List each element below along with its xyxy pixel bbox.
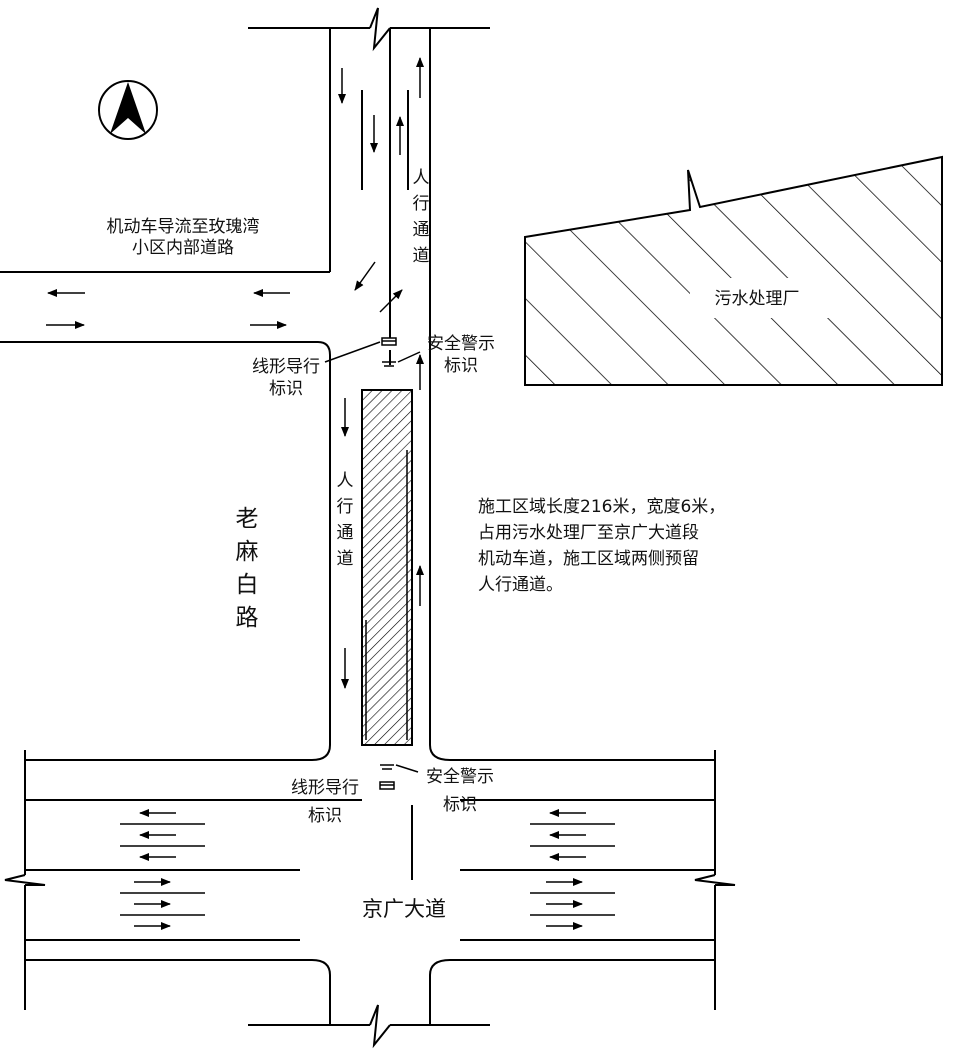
- ped-right-char-4: 道: [413, 246, 430, 266]
- side-road-char-3: 白: [236, 572, 259, 598]
- main-road-label: 京广大道: [362, 897, 446, 921]
- note-line-1: 施工区域长度216米，宽度6米，: [478, 497, 725, 517]
- side-road-char-4: 路: [236, 605, 259, 631]
- sign-markers: [324, 337, 421, 790]
- construction-zone: [361, 389, 413, 746]
- guide-sign-label-bottom-1: 线形导行: [291, 778, 359, 798]
- guide-sign-label-top-2: 标识: [269, 379, 303, 399]
- side-road-char-2: 麻: [236, 539, 259, 565]
- warn-sign-label-top-1: 安全警示: [427, 334, 495, 354]
- ped-left-char-1: 人: [337, 471, 354, 491]
- north-arrow-icon: [98, 80, 158, 140]
- ped-right-char-1: 人: [413, 168, 430, 188]
- ped-left-char-3: 通: [337, 523, 354, 543]
- ped-left-char-2: 行: [337, 497, 354, 517]
- sewage-plant: [524, 155, 943, 386]
- guide-sign-label-top-1: 线形导行: [252, 357, 320, 377]
- warn-sign-label-bottom-1: 安全警示: [426, 767, 494, 787]
- note-line-4: 人行通道。: [478, 575, 563, 595]
- ped-right-char-3: 通: [413, 220, 430, 240]
- detour-label-line1: 机动车导流至玫瑰湾: [107, 217, 260, 237]
- side-road-char-1: 老: [236, 506, 259, 532]
- ped-left-char-4: 道: [337, 549, 354, 569]
- ped-right-char-2: 行: [413, 194, 430, 214]
- main-road: [4, 750, 736, 1049]
- plant-label: 污水处理厂: [715, 289, 800, 309]
- detour-label-line2: 小区内部道路: [132, 238, 234, 258]
- guide-sign-label-bottom-2: 标识: [308, 806, 342, 826]
- note-line-2: 占用污水处理厂至京广大道段: [478, 523, 699, 543]
- note-line-3: 机动车道，施工区域两侧预留: [478, 549, 699, 569]
- labels: 机动车导流至玫瑰湾 小区内部道路 污水处理厂 线形导行 标识 安全警示 标识 线…: [107, 168, 800, 921]
- road-edges: [0, 7, 490, 761]
- traffic-arrows: [46, 57, 615, 930]
- warn-sign-label-top-2: 标识: [444, 356, 478, 376]
- warn-sign-label-bottom-2: 标识: [443, 795, 477, 815]
